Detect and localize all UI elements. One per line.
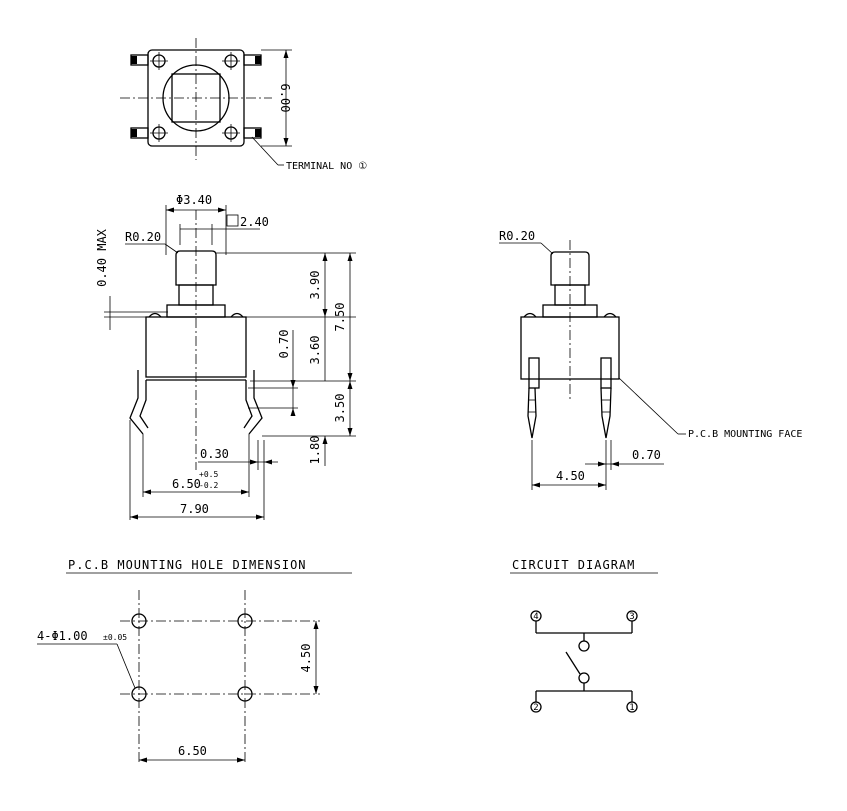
side-view: R0.20 P.C.B MOUNTING FACE 4.50 0.70 (499, 229, 802, 490)
dim-0-70: 0.70 (277, 330, 291, 359)
side-pin (600, 357, 612, 389)
switch-lever (565, 651, 581, 675)
terminal-no-label: TERMINAL NO ① (286, 161, 367, 172)
top-view: 6.00 TERMINAL NO ① (120, 38, 367, 172)
pin-label: 2 (533, 703, 538, 713)
pcb-hole-view: P.C.B MOUNTING HOLE DIMENSION 4-Φ1.00 ±0… (37, 558, 352, 765)
switch-contact-top (578, 640, 590, 652)
pcb-mounting-face-label: P.C.B MOUNTING FACE (688, 429, 802, 440)
circuit-title: CIRCUIT DIAGRAM (512, 558, 635, 572)
actuator (175, 250, 217, 286)
pin-2 (530, 701, 542, 713)
side-dim-0-70: 0.70 (632, 448, 661, 462)
hole-callout: 4-Φ1.00 (37, 629, 88, 643)
side-pin (528, 357, 540, 389)
tol-minus: -0.2 (199, 481, 218, 490)
dim-7-50: 7.50 (333, 303, 347, 332)
pin-label: 1 (629, 703, 634, 713)
front-view: Φ3.40 2.40 R0.20 0.40 MAX 3.90 7.50 3.60 (95, 193, 356, 520)
dim-1-80: 1.80 (308, 436, 322, 465)
pin-4 (530, 610, 542, 622)
dim-7-90: 7.90 (180, 502, 209, 516)
pin-label: 4 (533, 612, 538, 622)
hole-tolerance: ±0.05 (103, 633, 127, 642)
dim-6-50: 6.50 (172, 477, 201, 491)
pin-1 (626, 701, 638, 713)
tol-plus: +0.5 (199, 470, 218, 479)
side-dim-4-50: 4.50 (556, 469, 585, 483)
dim-0-40-max: 0.40 MAX (95, 228, 109, 287)
pcb-dim-4-50: 4.50 (299, 644, 313, 673)
pcb-hole-title: P.C.B MOUNTING HOLE DIMENSION (68, 558, 307, 572)
dim-square-2-40: 2.40 (240, 215, 269, 229)
dim-3-60: 3.60 (308, 336, 322, 365)
dim-0-30: 0.30 (200, 447, 229, 461)
switch-contact-bottom (578, 672, 590, 684)
pcb-dim-6-50: 6.50 (178, 744, 207, 758)
dim-top-6-00: 6.00 (278, 84, 292, 113)
pin-label: 3 (629, 612, 634, 622)
dim-3-50: 3.50 (333, 394, 347, 423)
dim-3-90: 3.90 (308, 271, 322, 300)
circuit-diagram: CIRCUIT DIAGRAM 4 3 2 1 (510, 558, 658, 713)
radius-label: R0.20 (125, 230, 161, 244)
side-radius-label: R0.20 (499, 229, 535, 243)
pin-3 (626, 610, 638, 622)
side-actuator (550, 251, 590, 286)
dim-diameter-3-40: Φ3.40 (176, 193, 212, 207)
